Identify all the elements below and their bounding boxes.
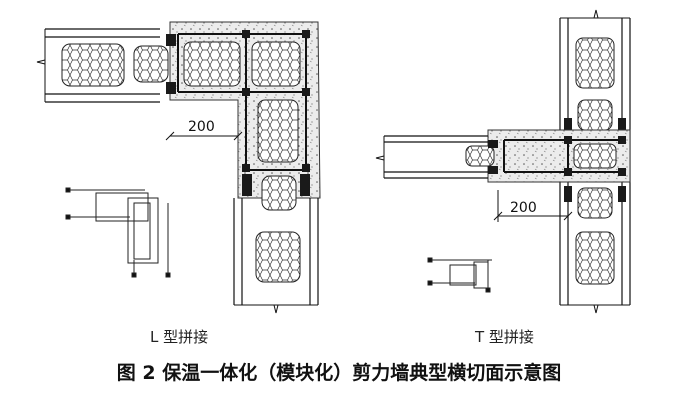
l-dimension: 200 bbox=[165, 119, 243, 141]
l-joint-section: 200 bbox=[36, 21, 321, 314]
break-line-icon bbox=[375, 155, 385, 161]
l-corner-concrete bbox=[166, 21, 321, 199]
l-joint-label: L 型拼接 bbox=[150, 328, 209, 346]
l-horizontal-wall bbox=[36, 28, 169, 103]
t-horizontal-wall bbox=[375, 135, 488, 179]
t-junction-concrete bbox=[465, 129, 631, 183]
t-joint-label: T 型拼接 bbox=[475, 328, 534, 346]
t-dimension: 200 bbox=[493, 190, 573, 222]
t-joint-section: 200 bbox=[375, 9, 631, 314]
t-key-diagram bbox=[427, 257, 492, 293]
figure-caption: 图 2 保温一体化（模块化）剪力墙典型横切面示意图 bbox=[116, 362, 562, 384]
break-line-icon bbox=[593, 9, 599, 19]
break-line-icon bbox=[593, 304, 599, 314]
break-line-icon bbox=[36, 59, 46, 65]
l-vertical-wall bbox=[233, 174, 319, 314]
t-dimension-text: 200 bbox=[510, 200, 537, 216]
l-key-diagram bbox=[65, 187, 171, 278]
break-line-icon bbox=[273, 304, 279, 314]
l-dimension-text: 200 bbox=[188, 119, 215, 135]
